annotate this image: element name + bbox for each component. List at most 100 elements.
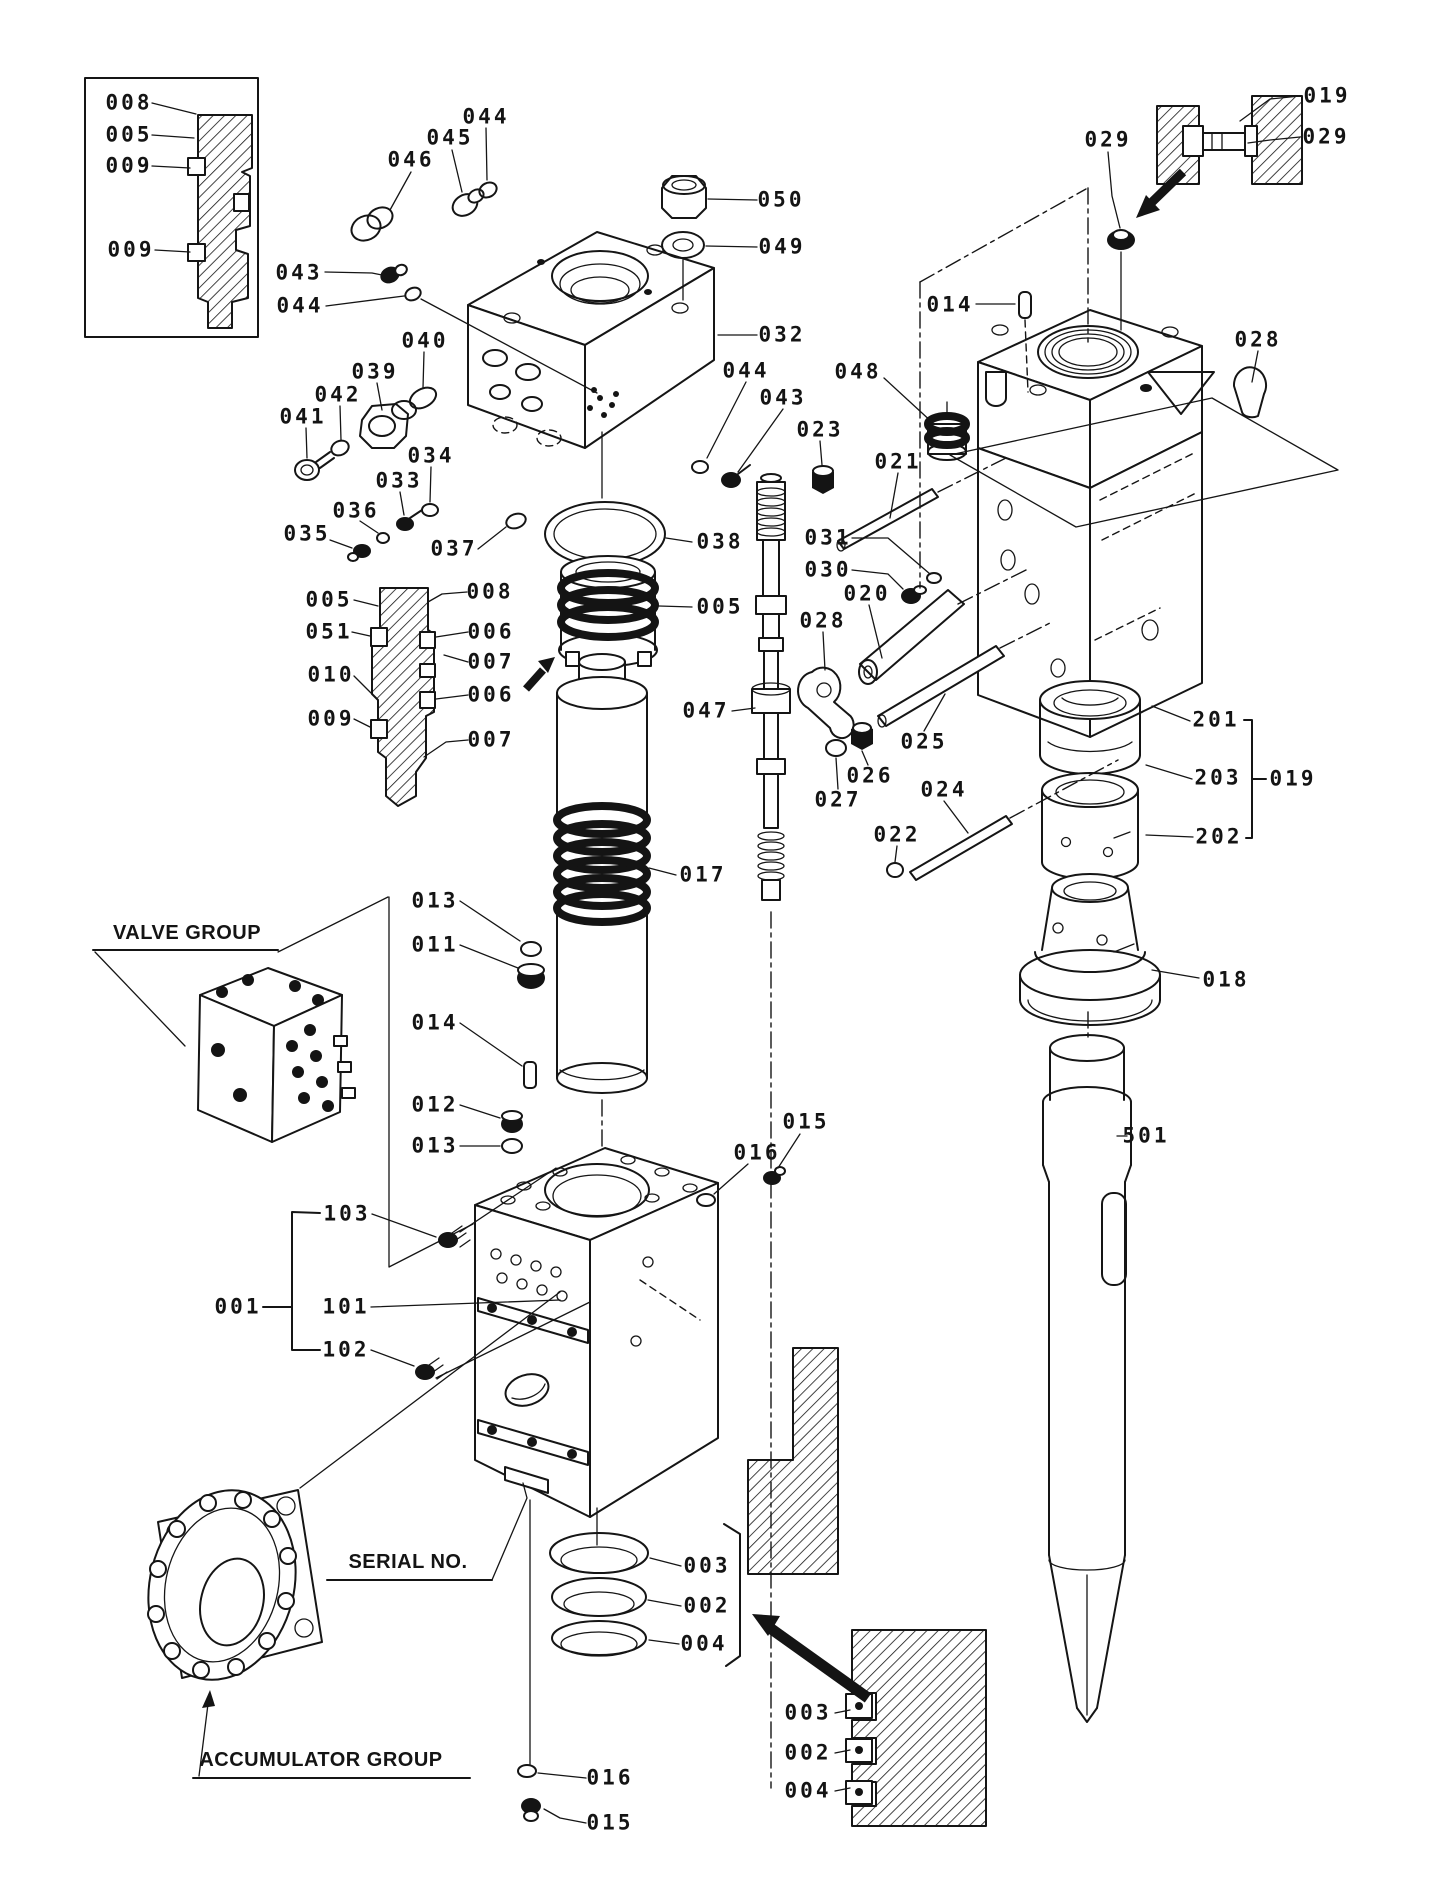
caption-accumulator-group: ACCUMULATOR GROUP xyxy=(199,1749,443,1771)
piston-017 xyxy=(553,653,651,1094)
callout-029: 029 xyxy=(1302,124,1350,149)
callout-044: 044 xyxy=(462,104,510,129)
callout-016: 016 xyxy=(586,1765,634,1790)
valve-small-hardware xyxy=(501,941,545,1154)
callout-040: 040 xyxy=(401,328,449,353)
callout-050: 050 xyxy=(757,187,805,212)
push-rod-047 xyxy=(751,473,791,901)
callout-049: 049 xyxy=(758,234,806,259)
callout-027: 027 xyxy=(814,787,862,812)
callout-202: 202 xyxy=(1195,824,1243,849)
breaker-head-block xyxy=(977,309,1215,489)
callout-018: 018 xyxy=(1202,967,1250,992)
callout-101: 101 xyxy=(322,1294,370,1319)
callout-002: 002 xyxy=(683,1593,731,1618)
callout-103: 103 xyxy=(323,1201,371,1226)
callout-048: 048 xyxy=(834,359,882,384)
callout-009: 009 xyxy=(105,153,153,178)
callout-035: 035 xyxy=(283,521,331,546)
callout-016: 016 xyxy=(733,1140,781,1165)
callout-015: 015 xyxy=(586,1810,634,1835)
valve-group-block xyxy=(197,967,356,1143)
callout-033: 033 xyxy=(375,468,423,493)
callout-006: 006 xyxy=(467,619,515,644)
callout-026: 026 xyxy=(846,763,894,788)
callout-009: 009 xyxy=(307,706,355,731)
callout-051: 051 xyxy=(305,619,353,644)
callout-042: 042 xyxy=(314,382,362,407)
upper-left-hardware xyxy=(294,175,751,562)
callout-013: 013 xyxy=(411,1133,459,1158)
callout-007: 007 xyxy=(467,727,515,752)
callout-043: 043 xyxy=(275,260,323,285)
plug-hardware xyxy=(517,1166,786,1822)
callout-024: 024 xyxy=(920,777,968,802)
head-cap-block-032 xyxy=(467,231,715,449)
callout-009: 009 xyxy=(107,237,155,262)
callout-044: 044 xyxy=(276,293,324,318)
callout-001: 001 xyxy=(214,1294,262,1319)
callout-034: 034 xyxy=(407,443,455,468)
callout-032: 032 xyxy=(758,322,806,347)
leader-screws xyxy=(415,1225,471,1380)
callout-021: 021 xyxy=(874,449,922,474)
seal-stack xyxy=(549,1507,649,1657)
callout-203: 203 xyxy=(1194,765,1242,790)
chisel-501 xyxy=(1042,1034,1132,1723)
callout-047: 047 xyxy=(682,698,730,723)
callout-501: 501 xyxy=(1122,1123,1170,1148)
valve-rod-section-inset xyxy=(351,587,469,807)
callout-003: 003 xyxy=(784,1700,832,1725)
callout-043: 043 xyxy=(759,385,807,410)
valve-section-inset-box xyxy=(84,77,259,338)
callout-029: 029 xyxy=(1084,127,1132,152)
wall-section-top-right xyxy=(1156,95,1303,185)
callout-008: 008 xyxy=(466,579,514,604)
centerlines xyxy=(601,187,1339,1789)
callout-039: 039 xyxy=(351,359,399,384)
callout-038: 038 xyxy=(696,529,744,554)
callout-023: 023 xyxy=(796,417,844,442)
accumulator xyxy=(147,1489,323,1681)
callout-015: 015 xyxy=(782,1109,830,1134)
callout-019: 019 xyxy=(1303,83,1351,108)
callout-041: 041 xyxy=(279,404,327,429)
callout-046: 046 xyxy=(387,147,435,172)
callout-020: 020 xyxy=(843,581,891,606)
callout-014: 014 xyxy=(926,292,974,317)
thrust-bush-203 xyxy=(1039,680,1141,775)
right-hardware xyxy=(797,229,1267,881)
callout-005: 005 xyxy=(305,587,353,612)
callout-005: 005 xyxy=(105,122,153,147)
pointer-arrows xyxy=(202,168,1187,1708)
ring-bushing-005 xyxy=(557,555,659,667)
callout-025: 025 xyxy=(900,729,948,754)
callout-030: 030 xyxy=(804,557,852,582)
callout-002: 002 xyxy=(784,1740,832,1765)
callout-003: 003 xyxy=(683,1553,731,1578)
callout-008: 008 xyxy=(105,90,153,115)
callout-010: 010 xyxy=(307,662,355,687)
callout-006: 006 xyxy=(467,682,515,707)
callout-044: 044 xyxy=(722,358,770,383)
breaker-cylinder-201 xyxy=(977,431,1203,738)
caption-serial-no-: SERIAL NO. xyxy=(348,1551,468,1573)
caption-valve-group: VALVE GROUP xyxy=(112,922,262,944)
callout-037: 037 xyxy=(430,536,478,561)
callout-045: 045 xyxy=(426,125,474,150)
callout-019: 019 xyxy=(1269,766,1317,791)
front-head-018 xyxy=(1019,873,1161,1026)
callout-014: 014 xyxy=(411,1010,459,1035)
callout-005: 005 xyxy=(696,594,744,619)
callout-013: 013 xyxy=(411,888,459,913)
callout-004: 004 xyxy=(784,1778,832,1803)
callout-012: 012 xyxy=(411,1092,459,1117)
callout-007: 007 xyxy=(467,649,515,674)
callout-028: 028 xyxy=(1234,327,1282,352)
callout-004: 004 xyxy=(680,1631,728,1656)
callout-028: 028 xyxy=(799,608,847,633)
callout-036: 036 xyxy=(332,498,380,523)
